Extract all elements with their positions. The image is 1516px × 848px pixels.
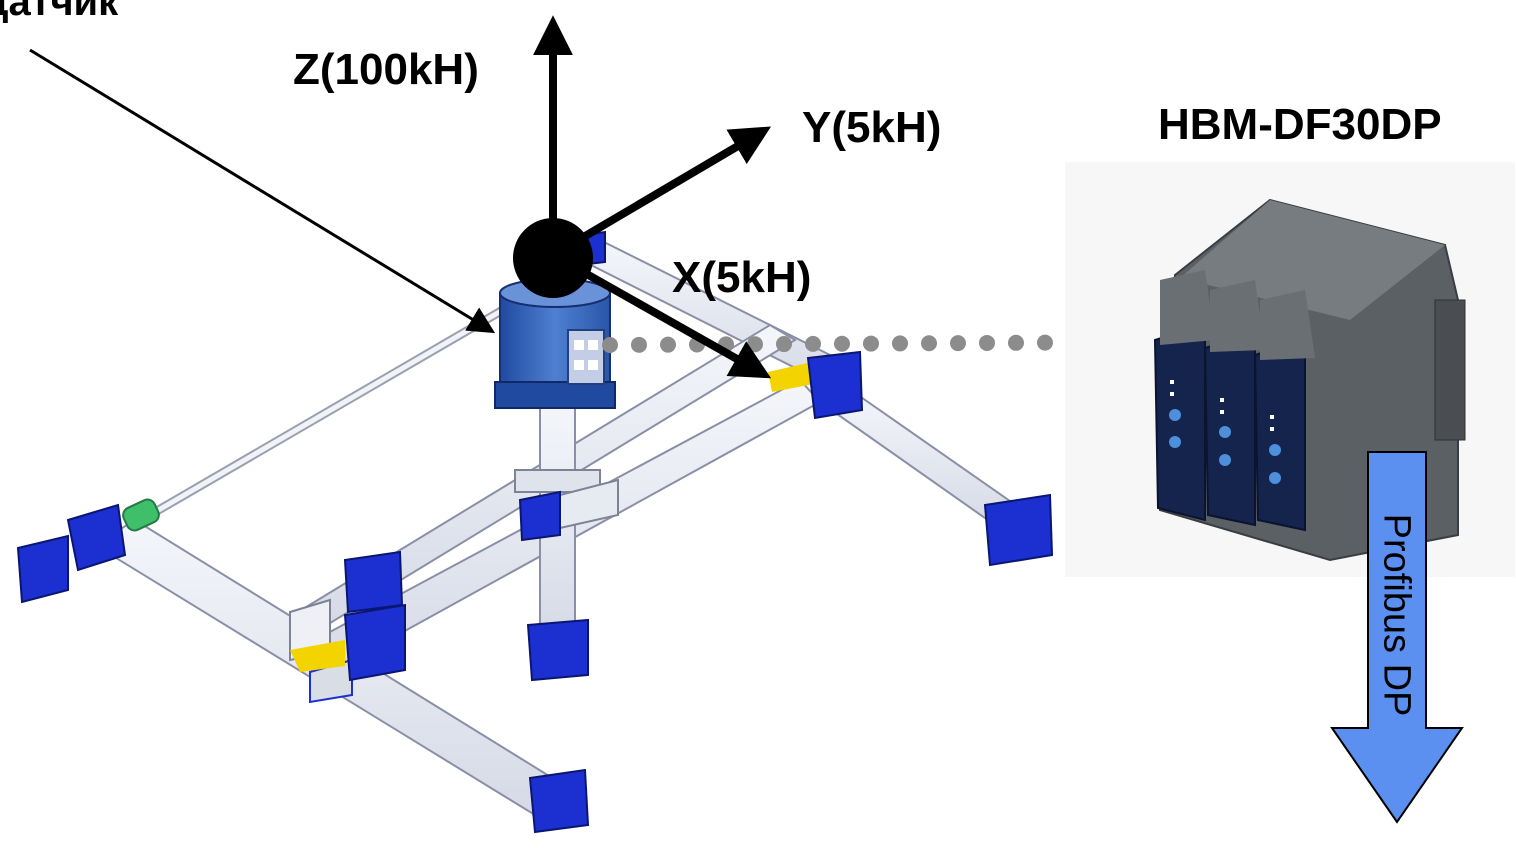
motor-left-inner bbox=[66, 503, 127, 572]
yellow-accent-front bbox=[290, 640, 345, 672]
device-terminal-strip bbox=[1434, 299, 1466, 441]
z-axis-label: Z(100kH) bbox=[293, 45, 479, 94]
device-label: HBM-DF30DP bbox=[1158, 100, 1442, 149]
y-axis-arrow bbox=[550, 126, 772, 259]
sensor-pointer-line bbox=[29, 48, 496, 334]
back-rail-highlight bbox=[148, 297, 522, 518]
force-sensor-icon bbox=[494, 278, 616, 409]
foot-right bbox=[983, 493, 1054, 567]
down-arrow-icon bbox=[1330, 451, 1464, 824]
force-origin-dot bbox=[513, 218, 593, 298]
amplifier-device-icon bbox=[1065, 162, 1515, 577]
bus-label: Profibus DP bbox=[1375, 513, 1418, 717]
corner-block-right bbox=[806, 350, 864, 420]
device-modules bbox=[1153, 270, 1315, 532]
gantry-frame bbox=[16, 230, 1054, 834]
motor-z-base bbox=[518, 490, 561, 542]
motor-left-outer bbox=[16, 534, 69, 604]
motor-y-top bbox=[343, 550, 404, 614]
foot-front bbox=[528, 768, 590, 834]
axis-arrows bbox=[513, 15, 772, 379]
x-axis-label: X(5kH) bbox=[672, 253, 812, 302]
yellow-accent-right bbox=[768, 362, 814, 392]
sensor-label: Датчик bbox=[0, 0, 119, 24]
foot-center bbox=[526, 618, 589, 682]
y-axis-label: Y(5kH) bbox=[802, 103, 942, 152]
motor-y-bottom bbox=[343, 603, 406, 682]
green-coupling bbox=[122, 498, 160, 532]
